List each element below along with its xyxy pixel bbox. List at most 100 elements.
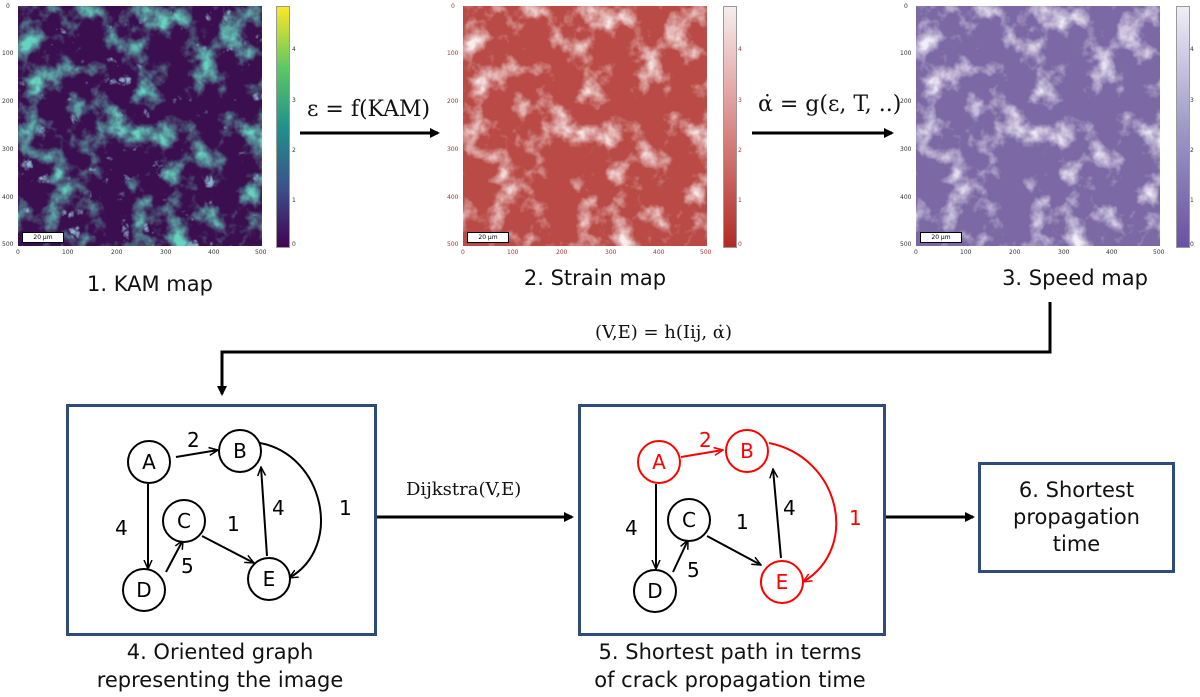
edge-a-b (680, 450, 723, 458)
y-tick: 400 (900, 194, 912, 201)
x-tick: 300 (1058, 249, 1070, 256)
oriented-graph-box: A B C D E 2 4 1 4 5 1 (66, 404, 377, 636)
weight-a-b: 2 (699, 428, 712, 452)
strain-map-caption: 2. Strain map (523, 266, 667, 290)
x-tick: 0 (461, 249, 465, 256)
y-tick: 200 (900, 98, 912, 105)
edge-a-b (175, 450, 218, 458)
weight-d-c: 5 (687, 558, 700, 582)
node-a (127, 440, 171, 484)
result-line-1: 6. Shortest (1018, 478, 1135, 502)
x-tick: 200 (556, 249, 568, 256)
cbar-tick: 2 (1190, 147, 1194, 154)
y-tick: 100 (900, 50, 912, 57)
y-tick: 200 (447, 98, 459, 105)
weight-c-e: 1 (227, 512, 240, 536)
node-c (162, 499, 206, 543)
node-a (637, 440, 681, 484)
cbar-tick: 4 (738, 46, 742, 53)
shortest-path-caption-1: 5. Shortest path in terms (598, 640, 862, 664)
node-c-label: C (682, 508, 696, 532)
y-tick: 400 (2, 194, 14, 201)
edge-d-c (165, 540, 184, 573)
y-tick: 0 (451, 3, 455, 10)
y-tick: 300 (900, 146, 912, 153)
weight-a-d: 4 (115, 516, 128, 540)
weight-a-d: 4 (625, 516, 638, 540)
node-d-label: D (136, 578, 151, 602)
shortest-path-box: A B C D E 2 4 1 4 5 1 (578, 404, 886, 636)
y-tick: 0 (904, 3, 908, 10)
node-b (218, 429, 262, 473)
x-tick: 300 (605, 249, 617, 256)
x-tick: 400 (1106, 249, 1118, 256)
equation-speed: α̇ = g(ε, T, ..) (758, 92, 902, 117)
kam-map-image (18, 6, 262, 246)
oriented-graph-caption-2: representing the image (96, 668, 344, 692)
strain-colorbar (723, 6, 737, 248)
x-tick: 500 (255, 249, 267, 256)
node-d (633, 569, 677, 613)
edge-b-e (768, 442, 838, 582)
weight-a-b: 2 (187, 428, 200, 452)
cbar-tick: 3 (738, 97, 742, 104)
weight-b-e: 1 (849, 506, 862, 530)
y-tick: 100 (2, 50, 14, 57)
cbar-tick: 2 (738, 147, 742, 154)
node-c-label: C (177, 509, 191, 533)
edge-b-e (259, 442, 322, 578)
x-tick: 500 (1153, 249, 1165, 256)
x-tick: 500 (700, 249, 712, 256)
node-e-label: E (776, 570, 789, 594)
oriented-graph: A B C D E 2 4 1 4 5 1 (115, 428, 352, 612)
x-tick: 200 (1009, 249, 1021, 256)
kam-map-panel: 20 μm 0 100 200 300 400 500 0 100 200 30… (0, 0, 300, 265)
arrow-speed-to-graph (217, 302, 1052, 396)
weight-b-e: 1 (339, 496, 352, 520)
x-tick: 100 (960, 249, 972, 256)
speed-map-image (916, 6, 1160, 246)
y-tick: 300 (447, 146, 459, 153)
node-b-label: B (233, 439, 247, 463)
strain-map-panel: 20 μm 0 100 200 300 400 500 0 100 200 30… (445, 0, 745, 265)
x-tick: 100 (62, 249, 74, 256)
equation-graph: (V,E) = h(Iij, α̇) (595, 322, 732, 343)
edge-c-e (706, 535, 761, 566)
weight-c-e: 1 (736, 510, 749, 534)
edge-e-b (261, 467, 268, 557)
y-tick: 400 (447, 194, 459, 201)
result-box: 6. Shortest propagation time (978, 462, 1175, 573)
node-a-label: A (652, 450, 666, 474)
node-e-label: E (263, 567, 276, 591)
x-tick: 200 (111, 249, 123, 256)
strain-map-image (463, 6, 707, 246)
equation-dijkstra: Dijkstra(V,E) (406, 479, 522, 500)
y-tick: 200 (2, 98, 14, 105)
node-c (667, 498, 711, 542)
cbar-tick: 2 (292, 147, 296, 154)
node-d (122, 568, 166, 612)
cbar-tick: 0 (738, 241, 742, 248)
y-tick: 0 (6, 3, 10, 10)
x-tick: 300 (160, 249, 172, 256)
cbar-tick: 3 (292, 97, 296, 104)
cbar-tick: 0 (1190, 241, 1194, 248)
x-tick: 0 (16, 249, 20, 256)
kam-colorbar (276, 6, 290, 248)
y-tick: 100 (447, 50, 459, 57)
node-d-label: D (647, 579, 662, 603)
cbar-tick: 1 (1190, 197, 1194, 204)
result-text: 6. Shortest propagation time (1013, 477, 1140, 558)
edge-e-b (773, 469, 782, 559)
x-tick: 0 (914, 249, 918, 256)
result-line-3: time (1052, 532, 1101, 556)
x-tick: 100 (507, 249, 519, 256)
y-tick: 500 (447, 241, 459, 248)
cbar-tick: 4 (1190, 46, 1194, 53)
cbar-tick: 1 (738, 197, 742, 204)
edge-c-e (201, 535, 254, 564)
x-tick: 400 (653, 249, 665, 256)
y-tick: 500 (900, 241, 912, 248)
speed-map-caption: 3. Speed map (1002, 266, 1148, 290)
